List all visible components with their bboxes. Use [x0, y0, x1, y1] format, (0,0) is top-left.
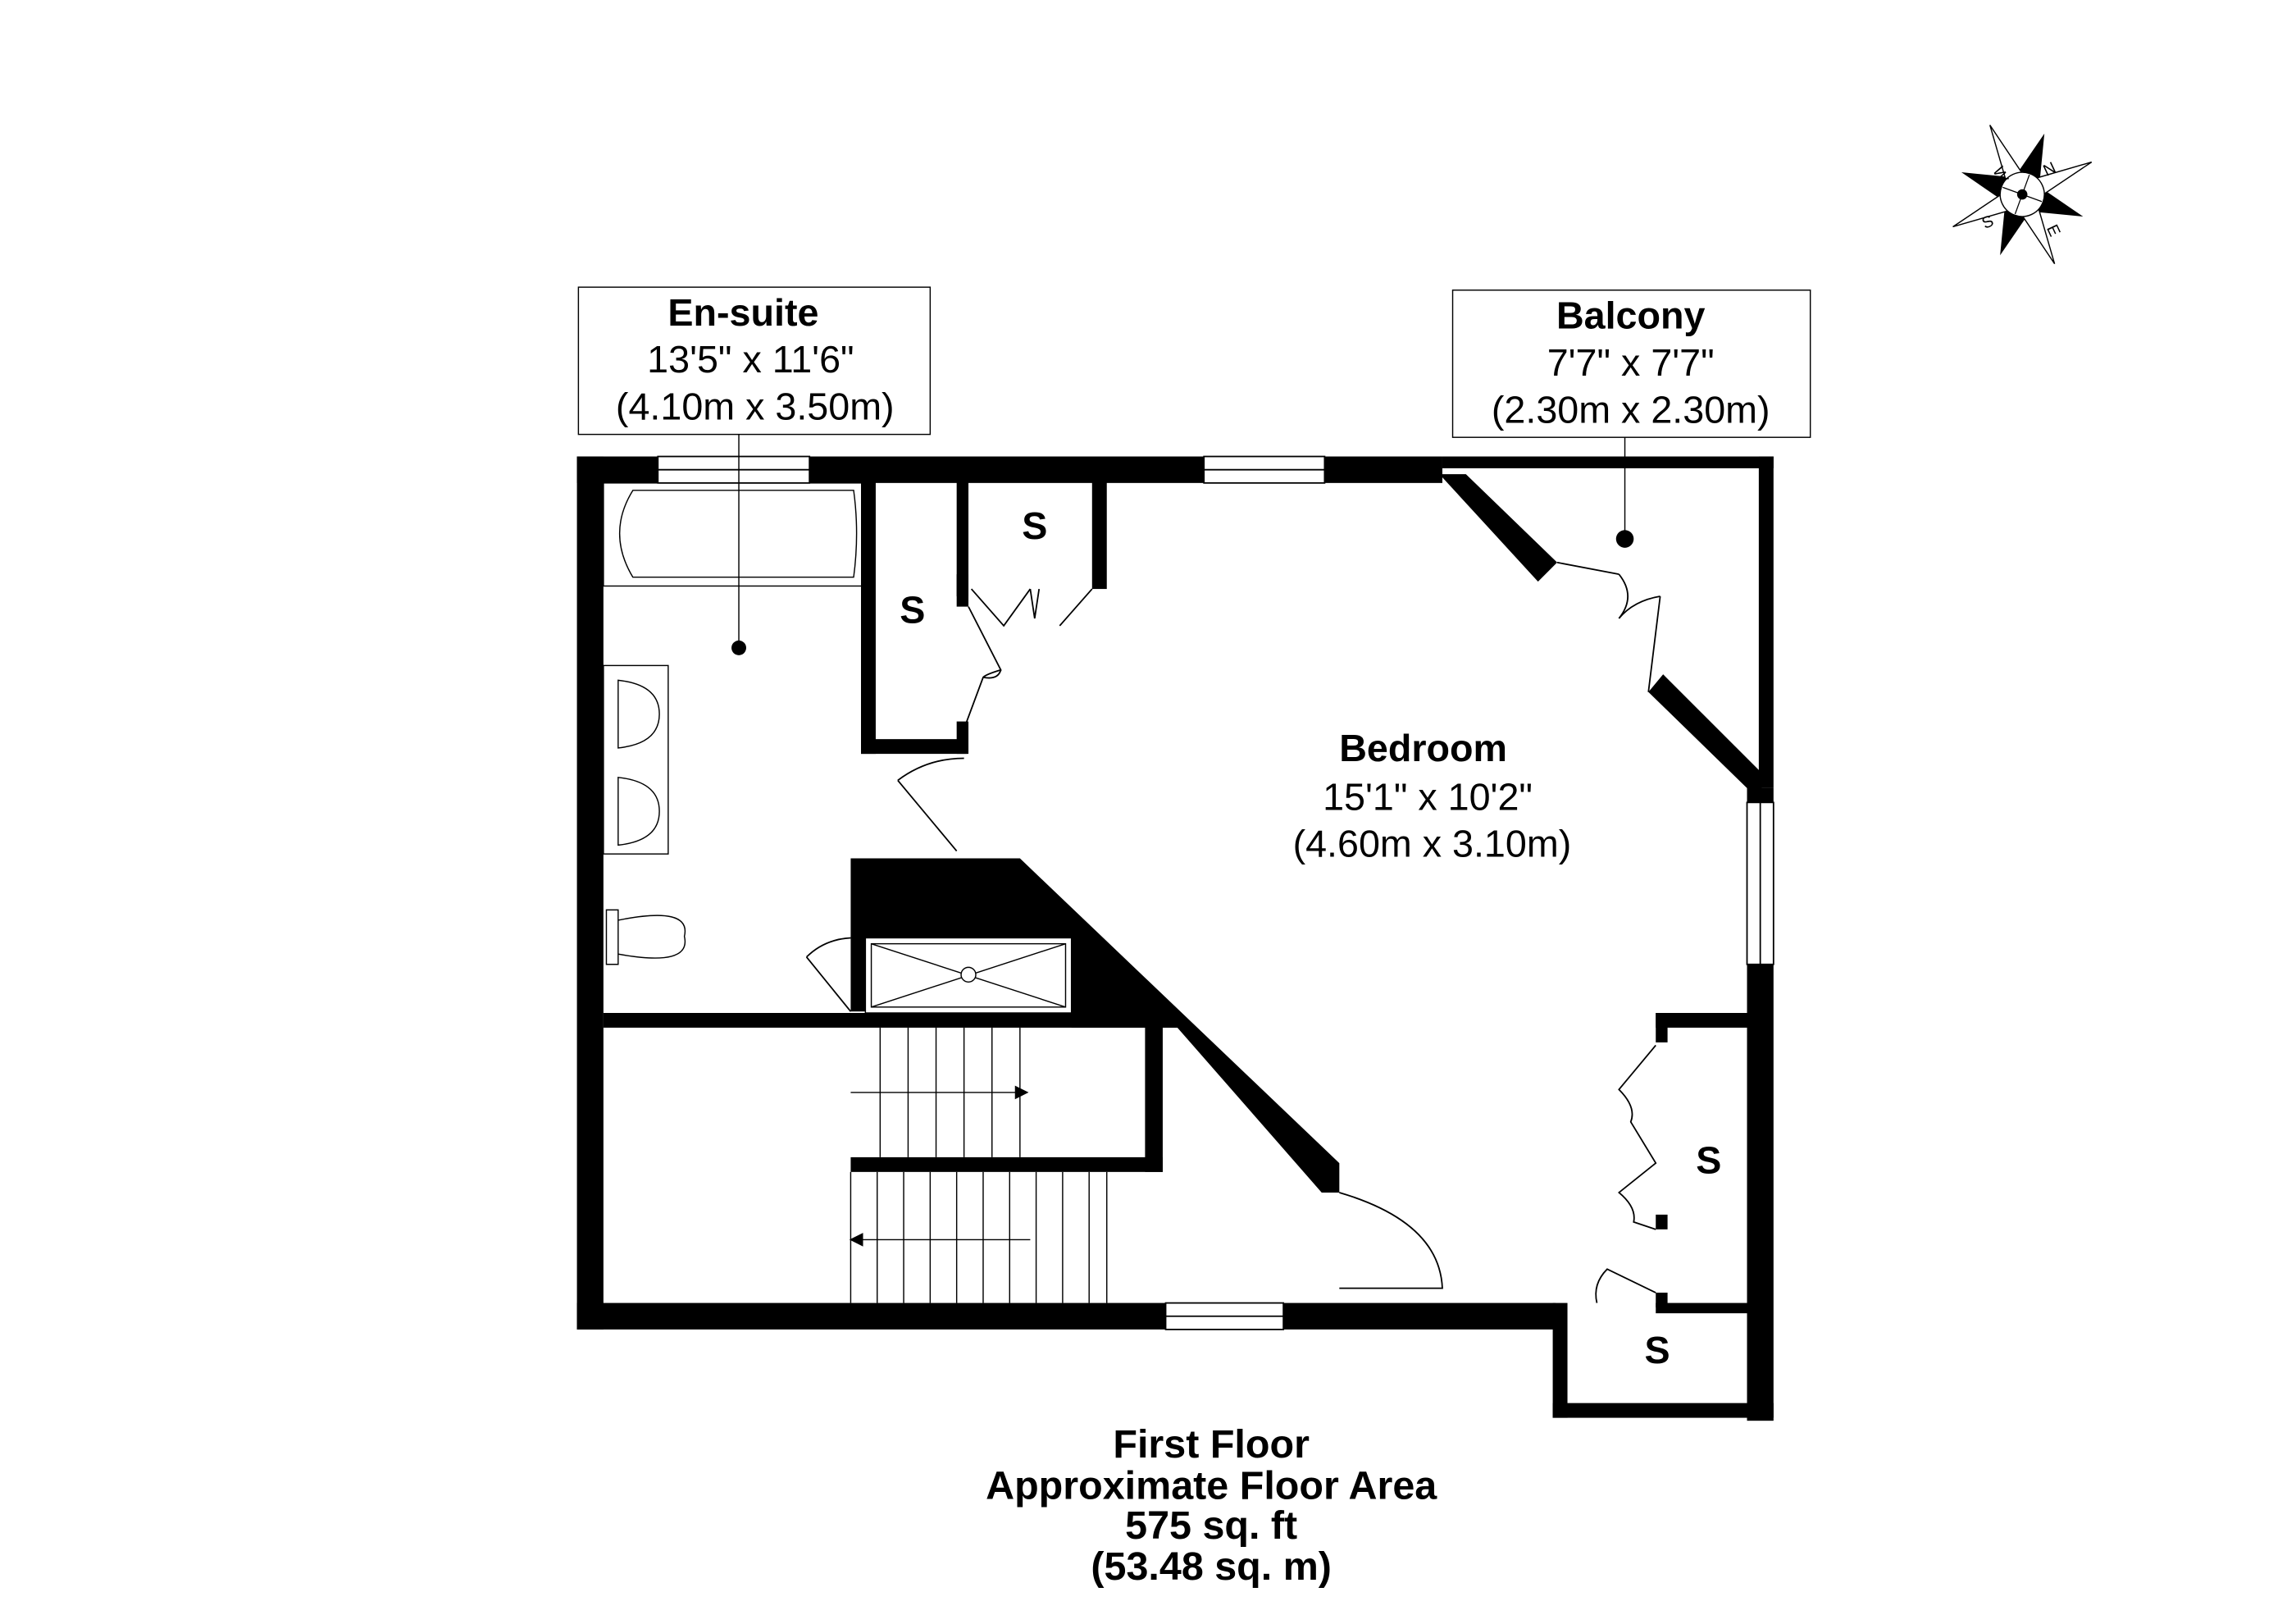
area-sqm: (53.48 sq. m) [1091, 1544, 1332, 1589]
storage-label: S [1644, 1329, 1670, 1371]
compass-east: E [2043, 222, 2064, 239]
bath-tub [619, 490, 858, 578]
fixtures [603, 482, 1073, 1014]
room-name: En-suite [667, 291, 818, 334]
walls [576, 455, 1774, 1421]
storage-label: S [1022, 504, 1047, 547]
toilet-icon [605, 909, 686, 965]
room-size-metric: (4.60m x 3.10m) [1293, 823, 1572, 865]
storage-label: S [900, 588, 925, 631]
doors [805, 561, 1661, 1303]
ensuite-label: En-suite 13'5" x 11'6" (4.10m x 3.50m) [577, 286, 932, 655]
vanity-icon [603, 664, 669, 855]
floor-name: First Floor [1113, 1422, 1310, 1467]
area-sqft: 575 sq. ft [1125, 1503, 1297, 1548]
bath-icon [603, 482, 863, 587]
compass-icon: N W S E [1952, 125, 2093, 265]
room-size-imperial: 15'1" x 10'2" [1323, 775, 1533, 818]
room-name: Bedroom [1339, 727, 1507, 769]
room-size-metric: (2.30m x 2.30m) [1492, 388, 1770, 431]
balcony-label: Balcony 7'7" x 7'7" (2.30m x 2.30m) [1451, 290, 1811, 548]
room-size-imperial: 7'7" x 7'7" [1547, 341, 1715, 384]
bedroom-label: Bedroom 15'1" x 10'2" (4.60m x 3.10m) [1293, 727, 1572, 865]
storage-label: S [1696, 1139, 1721, 1182]
area-label: Approximate Floor Area [986, 1463, 1437, 1508]
room-name: Balcony [1556, 294, 1706, 336]
room-size-metric: (4.10m x 3.50m) [616, 385, 895, 428]
room-size-imperial: 13'5" x 11'6" [647, 338, 854, 381]
shower-tray-icon [864, 937, 1073, 1014]
staircase [849, 1027, 1108, 1303]
floor-area-summary: First Floor Approximate Floor Area 575 s… [986, 1422, 1437, 1589]
